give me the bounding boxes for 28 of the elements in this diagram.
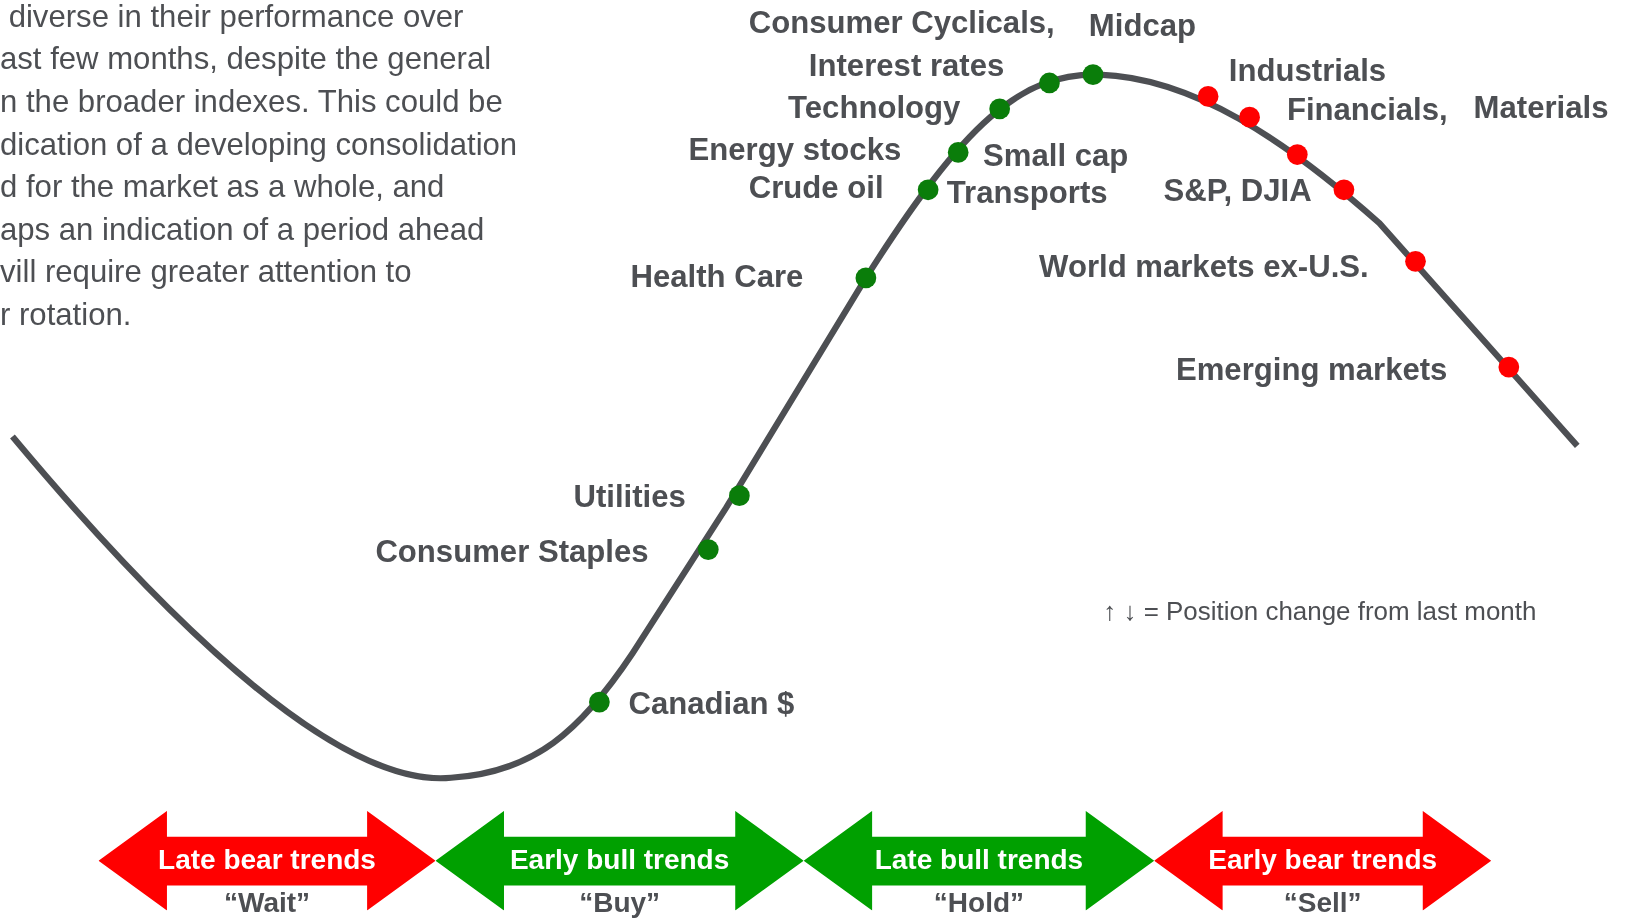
sector-label: Energy stocks [688,131,902,167]
sector-label: Materials [1473,90,1609,126]
sector-label: Emerging markets [1175,351,1448,387]
sector-label: Consumer Staples [375,534,649,570]
action-label: “Hold” [933,886,1025,919]
sector-label: Technology [788,90,961,126]
sector-label: Financials, [1286,92,1448,128]
sector-label: Crude oil [748,170,884,206]
sector-label: Midcap [1088,8,1197,44]
sector-label: Canadian $ [628,686,795,722]
sector-label: Consumer Cyclicals, [748,5,1055,41]
action-label: “Sell” [1283,886,1362,919]
legend-note: ↑ ↓ = Position change from last month [1103,595,1537,626]
sector-label: S&P, DJIA [1163,173,1312,209]
sector-label: Transports [946,175,1108,211]
sector-label: Utilities [573,479,686,515]
sector-label: Interest rates [808,47,1005,83]
phase-label: Late bear trends [157,844,377,877]
phase-label: Early bear trends [1207,844,1439,877]
action-label: “Buy” [579,886,661,919]
phase-label: Early bull trends [508,844,731,877]
sector-label: Health Care [630,259,804,295]
phase-label: Late bull trends [873,844,1085,877]
sector-label: World markets ex-U.S. [1039,248,1369,285]
sector-label: Industrials [1228,52,1387,89]
action-label: “Wait” [224,886,311,919]
paragraph: diverse in their performance over ast few months, despite the general n the broader indexes. This could be dication of a developing consolidation d for the market as a whole, and aps an indication of a period ahead vill require greater attention to r rotation. [0,0,518,333]
sector-label: Small cap [983,137,1129,174]
